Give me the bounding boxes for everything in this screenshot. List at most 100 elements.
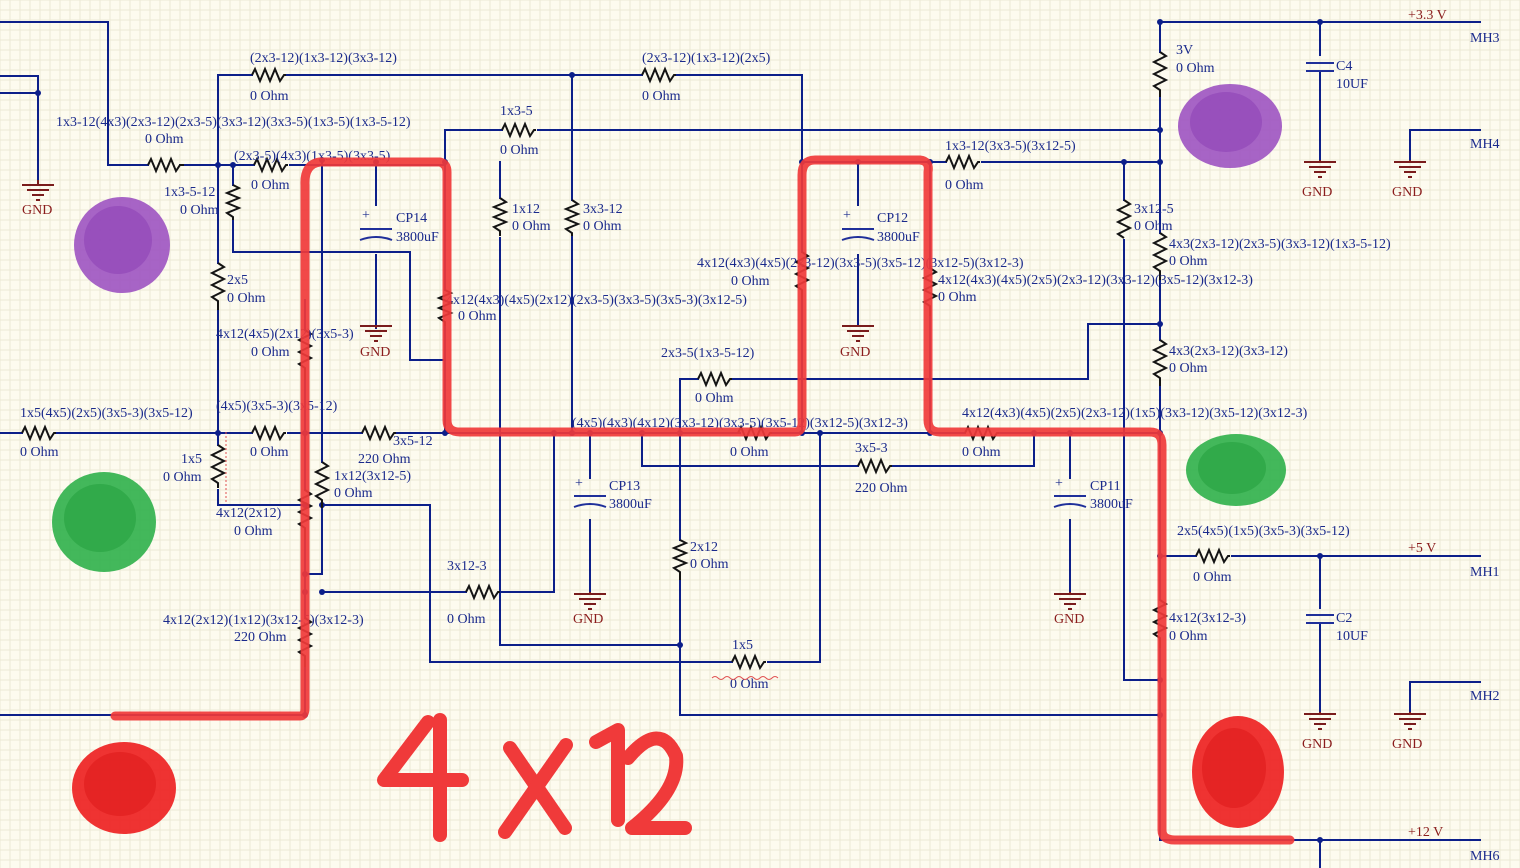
label-r-2x35-1x3512-name: 2x3-5(1x3-5-12) [661, 346, 755, 361]
label-r-1x3-3x35-value: 0 Ohm [945, 178, 984, 193]
label-r-4x5-3x53-name: (4x5)(3x5-3)(3x5-12) [216, 399, 338, 414]
red-dot-left [72, 742, 176, 834]
label-c2-value: 10UF [1336, 629, 1368, 644]
label-r-4x12-2x12-value: 0 Ohm [234, 524, 273, 539]
ground-icon [1304, 160, 1336, 178]
resistor-r-3v[interactable] [1151, 51, 1169, 97]
resistor-r-3x123[interactable] [465, 583, 500, 601]
net-label-v12: +12 V [1408, 825, 1443, 840]
label-r-4x12-bus-right-name: 4x12(4x3)(4x5)(2x5)(2x3-12)(1x5)(3x3-12)… [962, 406, 1308, 421]
ground-icon [1394, 160, 1426, 178]
label-r-top2-value: 0 Ohm [642, 89, 681, 104]
label-r-4x12-right-value: 0 Ohm [938, 290, 977, 305]
label-r-long-name: 1x3-12(4x3)(2x3-12)(2x3-5)(3x3-12)(3x3-5… [56, 115, 411, 130]
resistor-r-2x35[interactable] [253, 156, 288, 174]
resistor-r-4x5-3x53[interactable] [251, 424, 286, 442]
capacitor-cp13[interactable]: + [573, 476, 607, 508]
resistor-r-2x12[interactable] [671, 539, 689, 580]
label-r-2x5-name: 2x5 [227, 273, 248, 288]
resistor-r-1x35[interactable] [501, 121, 536, 139]
label-r-2x5-right-value: 0 Ohm [1193, 570, 1232, 585]
port-label-mh3[interactable]: MH3 [1470, 31, 1500, 46]
resistor-r-2x5-right[interactable] [1195, 547, 1230, 565]
resistor-r-3x125[interactable] [1115, 199, 1133, 239]
label-cp14-name: CP14 [396, 211, 427, 226]
label-cp13-value: 3800uF [609, 497, 652, 512]
label-r-3x312-value: 0 Ohm [583, 219, 622, 234]
label-r-4x12-right-name: 4x12(4x3)(4x5)(2x5)(2x3-12)(3x3-12)(3x5-… [938, 273, 1253, 288]
resistor-r-top1[interactable] [251, 66, 286, 84]
label-r-4x12-long-value: 0 Ohm [458, 309, 497, 324]
gnd-label: GND [22, 203, 52, 218]
capacitor-c4[interactable] [1306, 62, 1334, 72]
resistor-r-1x12[interactable] [491, 197, 509, 236]
label-r-4x3-2x312-name: 4x3(2x3-12)(3x3-12) [1169, 344, 1288, 359]
port-label-mh1[interactable]: MH1 [1470, 565, 1500, 580]
label-r-4x3-2x3-value: 0 Ohm [1169, 254, 1208, 269]
label-cp12-name: CP12 [877, 211, 908, 226]
red-dot-right [1192, 716, 1284, 828]
capacitor-cp14[interactable]: + [359, 208, 393, 241]
resistor-r-1x5-bottom[interactable] [731, 653, 766, 671]
svg-text:+: + [575, 476, 583, 491]
label-r-3x312-name: 3x3-12 [583, 202, 623, 217]
label-r-1x3-3x35-name: 1x3-12(3x3-5)(3x12-5) [945, 139, 1076, 154]
label-r-1x5-vertical-value: 0 Ohm [163, 470, 202, 485]
label-r-bus-value: 0 Ohm [730, 445, 769, 460]
label-r-3x125-name: 3x12-5 [1134, 202, 1174, 217]
ground-icon [360, 325, 392, 342]
label-r-2x12-name: 2x12 [690, 540, 718, 555]
net-labels: +3.3 V +5 V +12 V MH3 MH4 MH1 MH2 MH6 GN… [22, 8, 1500, 864]
label-r-1x35-name: 1x3-5 [500, 104, 533, 119]
port-label-mh6[interactable]: MH6 [1470, 849, 1500, 864]
green-dot-left [52, 472, 156, 572]
label-r-4x5-3x53-value: 0 Ohm [250, 445, 289, 460]
capacitor-cp12[interactable]: + [841, 208, 875, 241]
port-label-mh4[interactable]: MH4 [1470, 137, 1500, 152]
resistor-r-4x3-2x3[interactable] [1151, 232, 1169, 280]
resistor-r-top2[interactable] [641, 66, 676, 84]
resistor-r-2x5[interactable] [209, 262, 227, 310]
label-cp13-name: CP13 [609, 479, 640, 494]
resistor-r-3x512[interactable] [361, 424, 396, 442]
ground-icon [22, 180, 54, 201]
resistor-r-1x3-3x35[interactable] [945, 153, 980, 171]
label-r-bus-name: (4x5)(4x3)(4x12)(3x3-12)(3x3-5)(3x5-12)(… [572, 416, 908, 431]
resistor-r-4x3-2x312[interactable] [1151, 339, 1169, 386]
resistor-r-1x5-vertical[interactable] [209, 444, 227, 488]
resistor-r-3x312[interactable] [563, 199, 581, 236]
label-cp11-name: CP11 [1090, 479, 1121, 494]
label-r-4x3-2x3-name: 4x3(2x3-12)(2x3-5)(3x3-12)(1x3-5-12) [1169, 237, 1391, 252]
label-r-1x3512-value: 0 Ohm [180, 203, 219, 218]
green-dot-right [1186, 434, 1286, 506]
gnd-label: GND [1054, 612, 1084, 627]
resistor-r-3x53[interactable] [857, 457, 892, 475]
capacitor-c2[interactable] [1306, 614, 1334, 624]
label-cp14-value: 3800uF [396, 230, 439, 245]
label-r-3x53-name: 3x5-3 [855, 441, 888, 456]
purple-dot-left [74, 197, 170, 293]
label-r-2x35-1x3512-value: 0 Ohm [695, 391, 734, 406]
resistor-r-1x5-long[interactable] [21, 424, 56, 442]
port-label-mh2[interactable]: MH2 [1470, 689, 1500, 704]
annotations: 4x12 [52, 84, 1295, 845]
capacitor-symbols: + + + + [359, 62, 1334, 624]
label-r-top2-name: (2x3-12)(1x3-12)(2x5) [642, 51, 771, 66]
gnd-label: GND [1392, 185, 1422, 200]
resistor-r-long[interactable] [147, 156, 184, 174]
label-r-3x512-value: 220 Ohm [358, 452, 411, 467]
resistor-r-1x3512[interactable] [224, 184, 242, 220]
label-r-1x5-long-name: 1x5(4x5)(2x5)(3x5-3)(3x5-12) [20, 406, 193, 421]
capacitor-cp11[interactable]: + [1053, 476, 1087, 508]
net-label-v33: +3.3 V [1408, 8, 1447, 23]
highlight-4x12-path [110, 155, 1295, 845]
svg-text:+: + [1055, 476, 1063, 491]
label-cp12-value: 3800uF [877, 230, 920, 245]
handwritten-4x12-annotation [377, 713, 692, 842]
label-r-1x5-long-value: 0 Ohm [20, 445, 59, 460]
label-r-1x5-bottom-value: 0 Ohm [730, 677, 769, 692]
resistor-r-2x35-1x3512[interactable] [697, 370, 732, 388]
label-r-1x12-value: 0 Ohm [512, 219, 551, 234]
label-r-1x3512-name: 1x3-5-12 [164, 185, 215, 200]
resistor-r-1x12-3x125[interactable] [313, 461, 331, 508]
